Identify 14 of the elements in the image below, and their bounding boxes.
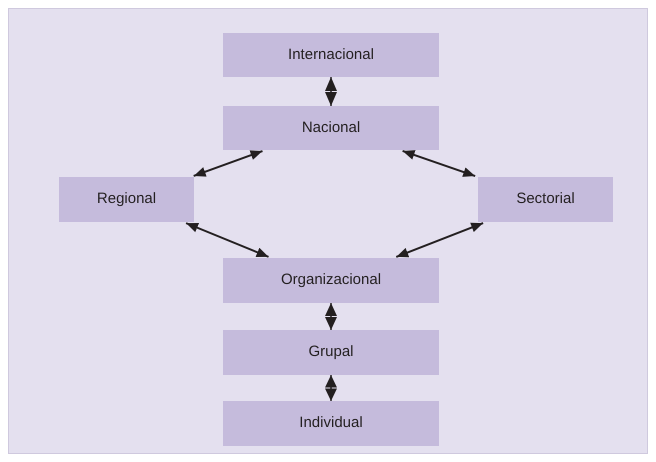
level-box: Internacional bbox=[223, 33, 439, 77]
double-arrow bbox=[186, 222, 269, 258]
double-arrow bbox=[193, 150, 263, 177]
level-box: Grupal bbox=[223, 330, 439, 375]
double-arrow bbox=[325, 303, 337, 330]
level-box: Nacional bbox=[223, 106, 439, 150]
double-arrow bbox=[325, 375, 337, 401]
level-box: Individual bbox=[223, 401, 439, 446]
level-box: Organizacional bbox=[223, 258, 439, 303]
level-box: Regional bbox=[59, 177, 194, 222]
double-arrow bbox=[325, 77, 337, 106]
level-box: Sectorial bbox=[478, 177, 613, 222]
double-arrow bbox=[396, 222, 484, 258]
double-arrow bbox=[402, 150, 476, 177]
